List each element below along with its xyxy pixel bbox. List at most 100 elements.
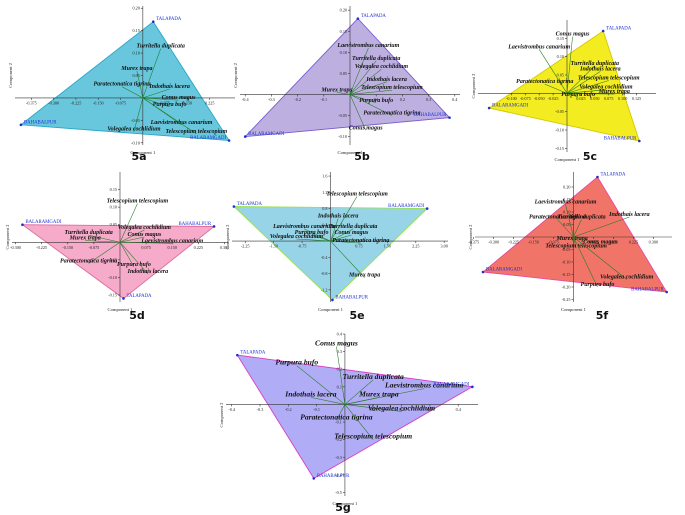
species-label: Paratectonatica tigrina (300, 412, 373, 421)
species-vector (330, 234, 352, 242)
y-tick-label: -0.15 (555, 146, 564, 151)
species-label: Volegalea cochlidium (368, 403, 435, 412)
y-tick-label: -0.10 (338, 134, 347, 139)
y-tick-label: -0.10 (562, 260, 571, 265)
species-vector (566, 80, 609, 94)
x-tick-label: 0.225 (629, 240, 638, 245)
y-tick-label: -0.10 (555, 128, 564, 133)
species-vector (119, 242, 135, 268)
panel-label: 5g (335, 501, 351, 514)
x-tick-label: -0.225 (36, 245, 47, 250)
y-tick-label: 0.10 (340, 50, 347, 55)
site-point (356, 17, 360, 20)
site-point (638, 139, 641, 143)
y-tick-label: -0.05 (131, 118, 140, 123)
x-axis-label: Component 1 (130, 150, 156, 155)
species-vector (344, 397, 379, 405)
x-axis-label: Component 1 (555, 157, 581, 162)
species-label: Paratectonatica tigrina (363, 111, 420, 117)
species-vector (336, 346, 346, 405)
site-label: BAHABALPUR (317, 474, 350, 479)
site-point (243, 135, 247, 138)
species-vector (330, 218, 339, 242)
site-point (448, 116, 451, 119)
y-tick-label: 1.6 (322, 174, 327, 179)
site-point (227, 139, 231, 142)
species-vector (573, 219, 582, 238)
x-tick-label: -0.225 (71, 100, 82, 105)
site-point (425, 207, 429, 210)
x-tick-label: 0.3 (427, 407, 432, 412)
y-tick-label: 0.1 (337, 384, 342, 389)
species-vector (349, 68, 382, 95)
x-tick-label: 3.00 (441, 244, 448, 249)
site-point (601, 29, 605, 33)
species-label: Purpura bufo (117, 262, 151, 268)
site-point (122, 297, 125, 300)
site-point (151, 20, 155, 23)
species-label: Laevistrombus canarium (534, 200, 597, 206)
species-vector (566, 65, 596, 94)
species-label: Paratectonatica tigrina (529, 215, 586, 221)
species-vector (349, 94, 366, 131)
y-tick-label: 0.4 (337, 332, 343, 337)
site-label: TALAPADA (156, 17, 182, 22)
y-axis-label: Component 2 (468, 224, 473, 250)
site-label: BAHABALPUR (335, 295, 368, 300)
y-tick-label: 0.05 (340, 71, 347, 76)
x-tick-label: 0.150 (168, 245, 177, 250)
species-label: Paratectonatica tigrina (332, 238, 389, 244)
site-point (596, 175, 599, 179)
convex-hull (487, 30, 640, 142)
species-label: Murex trapa (598, 89, 630, 95)
species-label: Indothais lacera (148, 84, 190, 90)
y-tick-label: 0.15 (563, 197, 570, 202)
y-axis-label: Component 2 (471, 73, 476, 99)
species-label: Telescopium telescopium (361, 85, 423, 91)
species-vector (133, 97, 144, 132)
convex-hull (244, 17, 451, 138)
x-tick-label: 0.1 (374, 97, 379, 102)
species-label: Conus magus (556, 32, 591, 38)
x-tick-label: -0.2 (294, 97, 301, 102)
species-label: Indothais lacera (317, 214, 359, 220)
species-label: Conus magus (315, 338, 358, 347)
species-label: Turritella duplicata (329, 224, 377, 230)
y-tick-label: 0.20 (563, 185, 570, 190)
species-vector (349, 94, 377, 104)
y-tick-label: 0.20 (340, 8, 347, 13)
species-vector (565, 204, 574, 238)
x-tick-label: 0.125 (632, 96, 641, 101)
x-tick-label: 0.2 (400, 97, 405, 102)
species-vector (349, 81, 387, 95)
species-vector (349, 60, 377, 95)
species-vector (573, 236, 598, 288)
y-tick-label: 0.15 (557, 36, 564, 41)
species-vector (566, 89, 606, 94)
site-label: TALAPADA (126, 294, 152, 299)
species-label: Turritella duplicata (571, 61, 619, 67)
y-tick-label: 0.8 (322, 206, 327, 211)
species-vector (88, 242, 121, 264)
x-tick-label: -0.300 (48, 100, 59, 105)
x-tick-label: -0.300 (488, 240, 499, 245)
species-label: Conus magus (162, 95, 197, 101)
x-tick-label: 0.3 (426, 97, 431, 102)
y-tick-label: 0.05 (133, 73, 140, 78)
y-tick-label: -0.4 (321, 255, 329, 260)
species-label: Purpura bufo (561, 92, 595, 98)
species-vector (88, 234, 121, 243)
x-tick-label: -0.075 (548, 240, 559, 245)
x-axis-label: Component 1 (332, 501, 358, 506)
x-tick-label: 0.100 (618, 96, 627, 101)
y-axis-label: Component 2 (8, 62, 13, 88)
site-label: BAHABALPUR (414, 113, 447, 118)
species-vector (330, 196, 358, 242)
site-label: BAHABALPUR (179, 222, 212, 227)
site-label: TALAPADA (361, 14, 387, 19)
site-label: BAHABALPUR (631, 288, 664, 293)
species-vector (119, 236, 145, 243)
